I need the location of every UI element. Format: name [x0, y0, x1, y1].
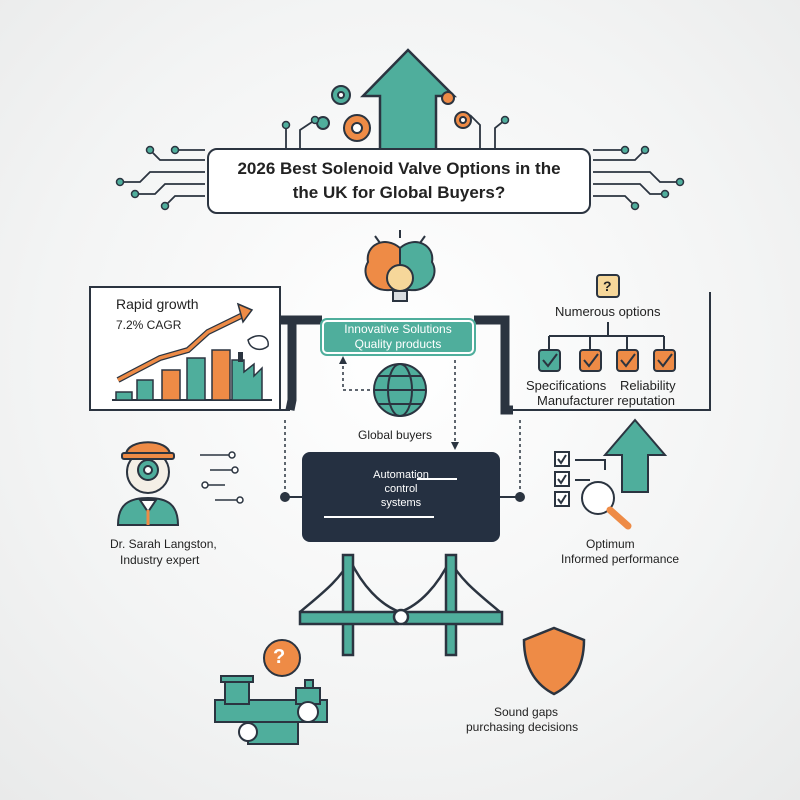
dark-line-2: control — [384, 483, 418, 495]
dark-box-line-2 — [324, 516, 434, 518]
dark-box-line — [417, 478, 457, 480]
manufacturer-reputation-label: Manufacturer reputation — [537, 393, 676, 408]
rapid-growth-label: Rapid growth — [116, 296, 199, 312]
numerous-options-label: Numerous options — [555, 304, 661, 319]
options-question-mark: ? — [603, 278, 612, 294]
title-line-2: the UK for Global Buyers? — [292, 183, 506, 202]
globe-icon — [373, 363, 427, 417]
growth-arrow-icon — [360, 48, 458, 152]
dark-line-3: systems — [380, 497, 422, 509]
cagr-label: 7.2% CAGR — [116, 318, 182, 332]
idea-brain-icon — [364, 230, 436, 302]
dark-line-1: Automation — [373, 469, 429, 481]
teal-line-1: Innovative Solutions — [344, 322, 452, 336]
reliability-label: Reliability — [620, 378, 676, 393]
pipe-valves-icon — [214, 675, 328, 745]
specifications-label: Specifications — [526, 378, 607, 393]
expert-role: Industry expert — [120, 553, 200, 567]
bridge-icon — [298, 553, 504, 657]
circuit-lines-left — [120, 119, 316, 207]
expert-name: Dr. Sarah Langston, — [110, 537, 217, 551]
expert-circuit-lines — [200, 454, 240, 501]
connector-frame — [90, 292, 711, 415]
growth-chart-panel — [89, 286, 281, 411]
informed-performance-label: Informed performance — [561, 552, 680, 566]
sound-gaps-label: Sound gaps — [494, 705, 559, 719]
options-tree — [548, 274, 665, 350]
performance-icon — [554, 418, 668, 530]
purchasing-decisions-label: purchasing decisions — [466, 720, 579, 734]
bottom-question-mark: ? — [273, 646, 286, 668]
industry-expert-icon — [116, 441, 180, 526]
question-circle-icon — [263, 639, 301, 677]
optimum-label: Optimum — [586, 537, 635, 551]
title-line-1: 2026 Best Solenoid Valve Options in the — [237, 159, 561, 178]
dotted-arrows — [284, 360, 521, 495]
title-box: 2026 Best Solenoid Valve Options in the … — [207, 148, 591, 214]
shield-icon — [522, 626, 586, 696]
automation-box: Automation control systems — [302, 452, 500, 542]
circuit-lines-right — [469, 114, 680, 207]
global-buyers-label: Global buyers — [358, 428, 433, 442]
checkbox-icons — [538, 349, 676, 372]
innovative-solutions-box: Innovative Solutions Quality products — [322, 320, 474, 354]
teal-line-2: Quality products — [354, 337, 442, 351]
